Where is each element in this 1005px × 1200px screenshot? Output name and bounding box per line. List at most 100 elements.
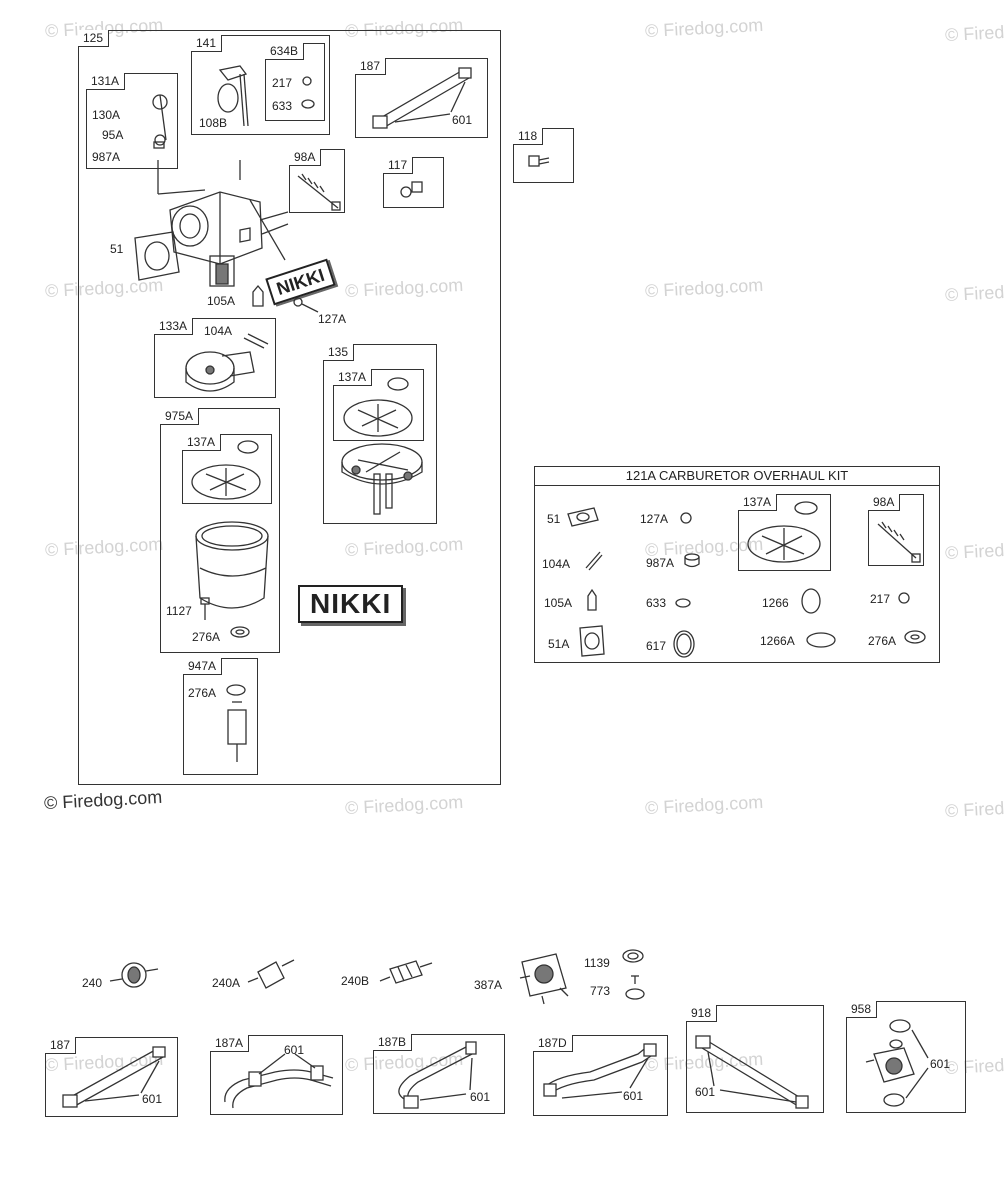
pin-icon [585,551,603,571]
hose-box-918: 918 [686,1005,824,1113]
part-label: 633 [272,99,293,113]
part-label: 601 [695,1085,716,1099]
watermark: © Firedog.com [644,791,764,819]
diaphragm-icon [191,440,261,500]
assembly-box-131a: 131A [86,73,178,169]
assembly-box-947a: 947A [183,658,258,775]
box-label: 187D [533,1035,573,1052]
inline-filter-icon [379,960,433,984]
washer-icon [622,949,644,963]
part-label: 276A [192,630,221,644]
part-label: 601 [142,1092,163,1106]
box-label: 118 [513,128,544,145]
part-label: 601 [470,1090,491,1104]
washer-icon [675,598,691,608]
part-label: 95A [102,128,124,142]
screw-icon [898,592,910,604]
box-label: 137A [333,369,373,386]
watermark: © Firedog.com [944,18,1005,46]
box-label: 634B [265,43,305,60]
washer-icon [904,630,926,644]
bolt-icon [528,155,550,167]
part-label: 240A [212,976,241,990]
part-label: 987A [92,150,121,164]
watermark: © Firedog.com [944,794,1005,822]
seal-icon [680,512,692,524]
part-label: 108B [199,116,228,130]
part-label: 276A [188,686,217,700]
part-label: 51 [110,242,124,256]
part-label: 127A [640,512,669,526]
box-label: 137A [182,434,222,451]
diaphragm-icon [747,501,821,563]
part-label: 105A [207,294,236,308]
box-label: 958 [846,1001,878,1018]
assembly-box-137a-inner: 137A [333,369,424,441]
part-label: 601 [623,1089,644,1103]
o-ring-icon [801,588,821,614]
watermark: © Firedog.com [944,536,1005,564]
part-label: 601 [284,1043,305,1057]
screw-icon [200,597,210,620]
bushing-icon [684,553,700,568]
assembly-box-98a: 98A [289,149,345,213]
part-label: 51A [548,637,570,651]
assembly-box-634b: 634B [265,43,325,121]
part-label: 1127 [166,604,192,618]
box-label: 141 [191,35,223,52]
watermark: © Firedog.com [644,14,764,42]
part-label: 217 [272,76,293,90]
shutoff-valve-icon [865,1019,929,1107]
washer-icon [230,626,250,638]
assembly-box-118: 118 [513,128,574,183]
fuel-filter-icon [109,962,159,988]
part-label: 1139 [584,956,610,970]
assembly-box-975a: 975A [160,408,280,653]
screw-washer-icon [301,76,315,109]
choke-shaft-icon [152,94,168,149]
part-label: 1266A [760,634,795,648]
carburetor-icon [157,160,289,287]
part-label: 51 [547,512,561,526]
copyright-notice: © Firedog.com [43,786,163,814]
part-label: 773 [590,984,611,998]
kit-box-98a: 98A [868,494,924,566]
box-label: 187A [210,1035,250,1052]
part-label: 104A [204,324,233,338]
fuel-bowl-plate-icon [341,443,423,515]
part-label: 387A [474,978,503,992]
watermark: © Firedog.com [344,791,464,819]
part-label: 217 [870,592,891,606]
mixture-screw-icon [297,173,341,211]
nikki-label-large: NIKKI [298,585,404,623]
assembly-box-117: 117 [383,157,444,208]
watermark: © Firedog.com [644,274,764,302]
hose-box-187b: 187B [373,1034,505,1114]
solenoid-icon [226,684,247,762]
diaphragm-icon [343,377,413,437]
assembly-box-137a-inner: 137A [182,434,272,504]
hose-box-187d: 187D [533,1035,668,1116]
fuel-pump-icon [519,953,569,1005]
fuel-hose-icon [372,67,472,129]
part-label: 276A [868,634,897,648]
bent-hose-icon [398,1041,477,1109]
fuel-filter-icon [247,959,295,989]
assembly-box-187-top: 187 [355,58,488,138]
kit-title: 121A CARBURETOR OVERHAUL KIT [535,467,939,486]
bent-hose-icon [543,1043,657,1099]
part-label: 633 [646,596,667,610]
part-label: 105A [544,596,573,610]
assembly-box-135: 135 [323,344,437,524]
part-label: 127A [318,312,347,326]
gasket-icon [567,507,599,527]
fuel-hose-icon [695,1035,809,1109]
part-label: 601 [452,113,473,127]
box-label: 975A [160,408,200,425]
hose-box-958: 958 [846,1001,966,1113]
box-label: 947A [183,658,223,675]
part-label: 1266 [762,596,789,610]
throttle-shaft-icon [217,65,249,127]
watermark: © Firedog.com [944,278,1005,306]
gasket-icon [579,625,605,657]
